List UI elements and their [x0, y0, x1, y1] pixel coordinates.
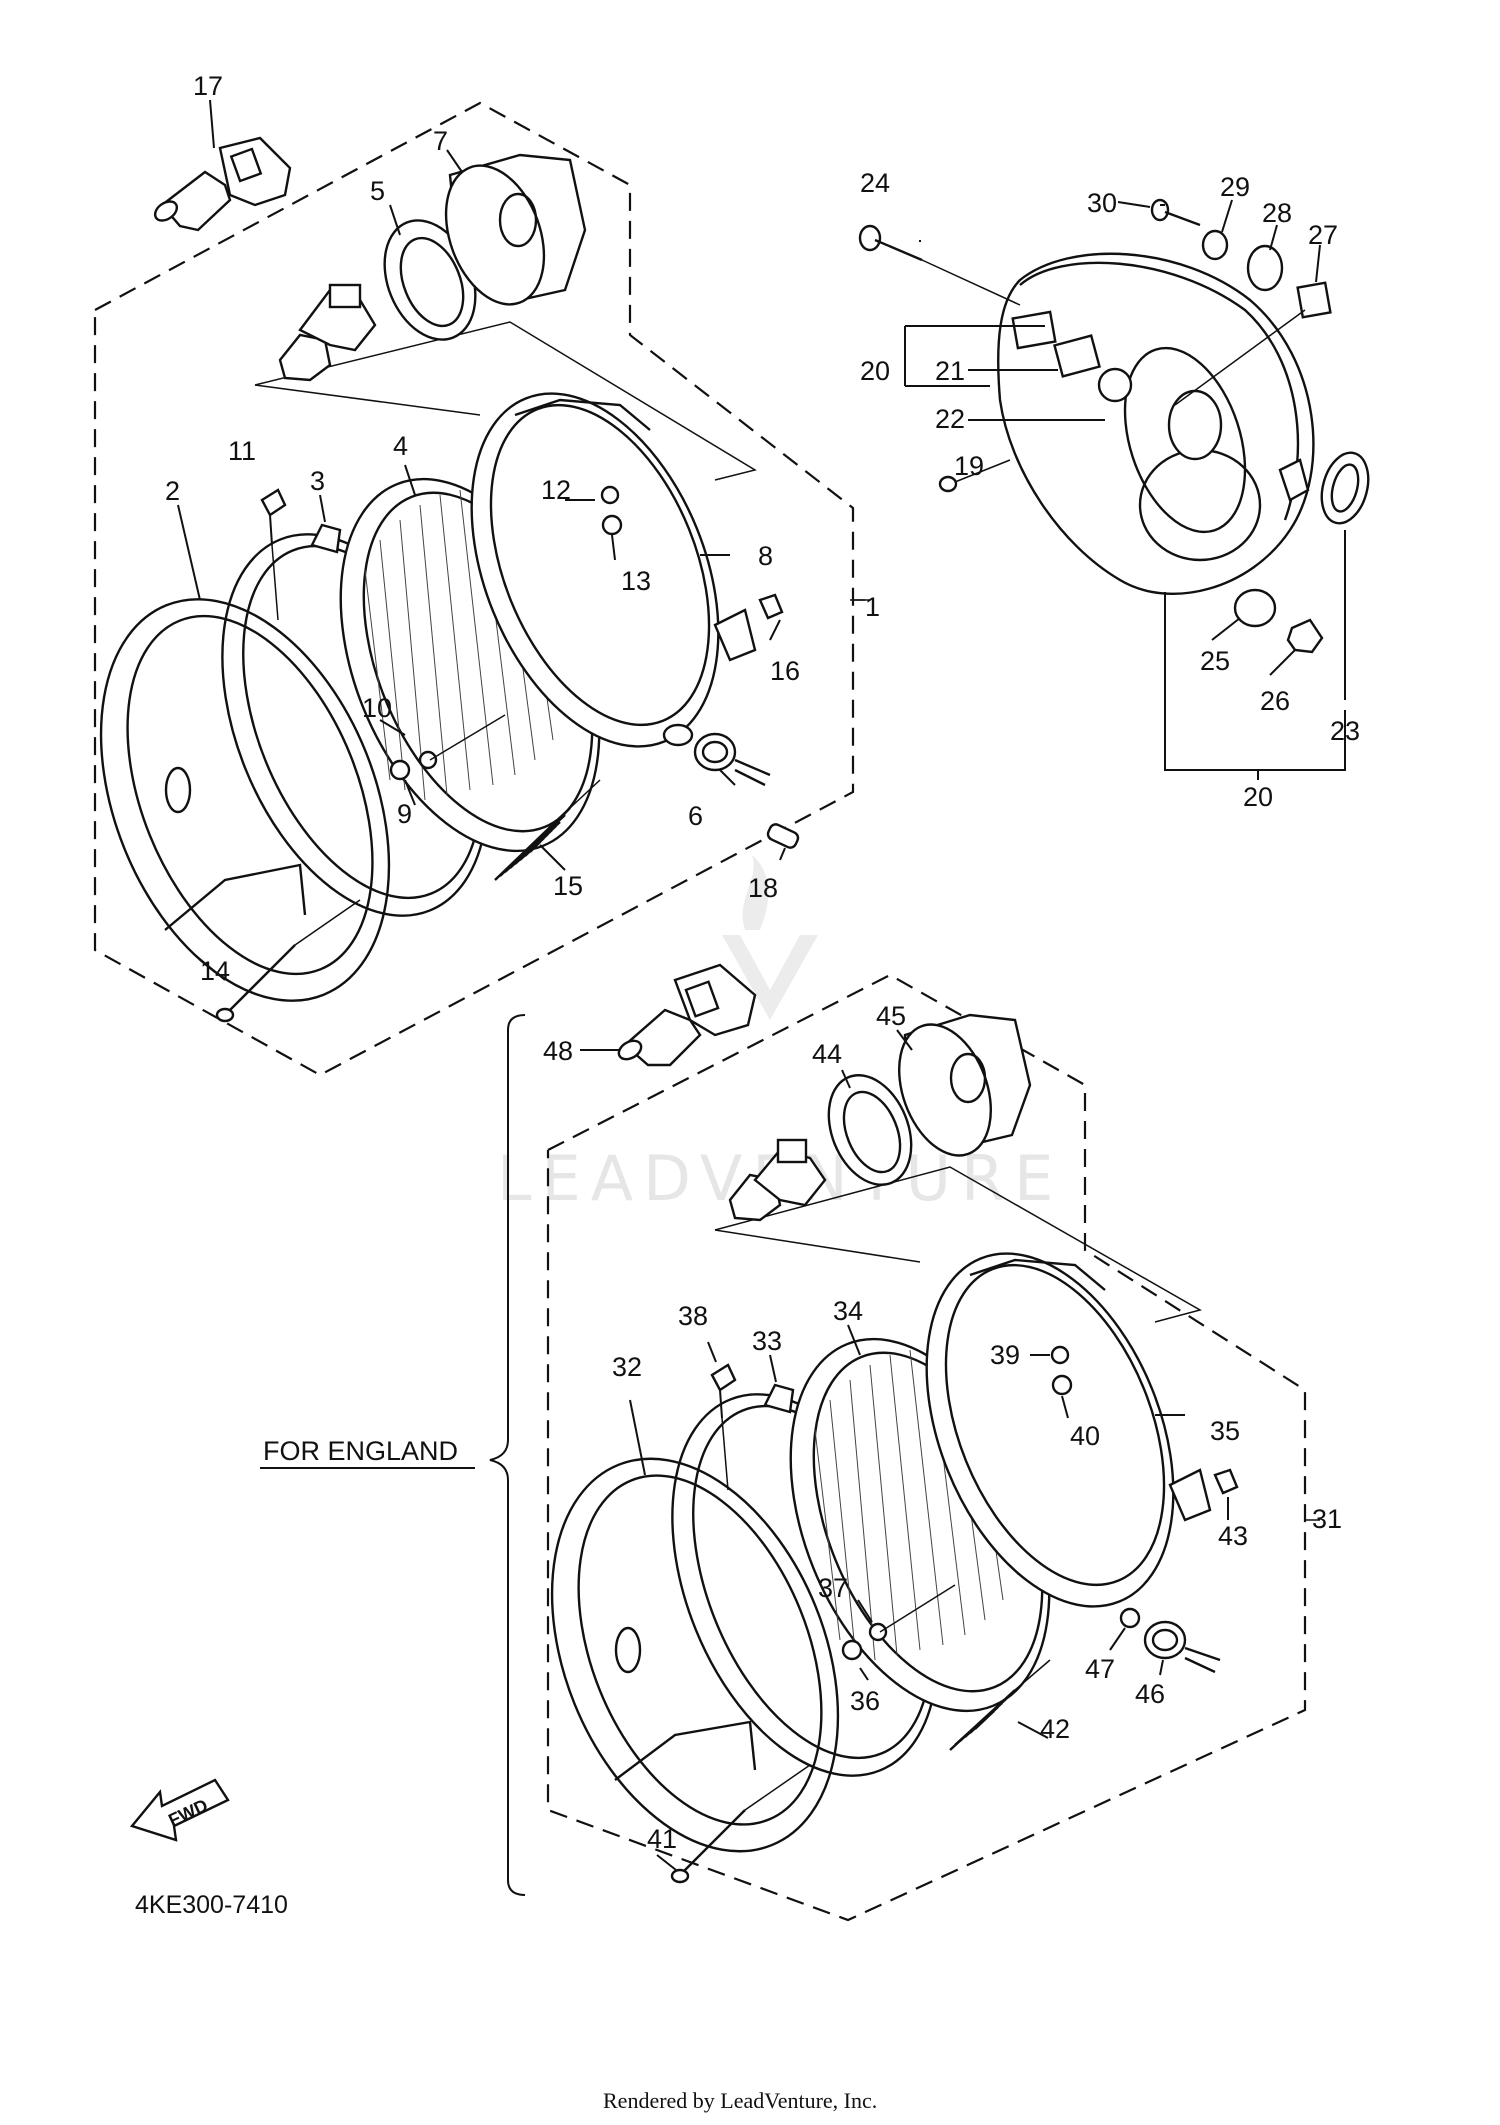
- bolt-41: [656, 1764, 811, 1884]
- svg-text:3: 3: [310, 466, 325, 496]
- svg-text:22: 22: [935, 404, 965, 434]
- for-england-label: FOR ENGLAND: [263, 1436, 458, 1466]
- svg-text:15: 15: [553, 871, 583, 901]
- headlight-housing-35: [925, 1252, 1212, 1608]
- nut-26: [1269, 618, 1324, 676]
- svg-text:33: 33: [752, 1326, 782, 1356]
- svg-text:8: 8: [758, 541, 773, 571]
- bolt-24: [858, 224, 1021, 306]
- pilot-bulb-46-47: [1109, 1607, 1221, 1676]
- bulb-socket-box: [254, 283, 757, 481]
- bulb-48: [580, 963, 757, 1067]
- svg-text:4: 4: [393, 431, 408, 461]
- svg-text:37: 37: [818, 1573, 848, 1603]
- svg-text:36: 36: [850, 1686, 880, 1716]
- svg-text:7: 7: [433, 126, 448, 156]
- headlight-shell-20: [997, 252, 1315, 595]
- damper-21-22: [1053, 334, 1133, 403]
- nut-12-13: [600, 485, 623, 536]
- england-assembly-outline: [546, 973, 1320, 1922]
- svg-text:46: 46: [1135, 1679, 1165, 1709]
- clip-43: [1213, 1468, 1239, 1520]
- svg-text:38: 38: [678, 1301, 708, 1331]
- svg-text:17: 17: [193, 71, 223, 101]
- footer-credit: Rendered by LeadVenture, Inc.: [603, 2088, 877, 2113]
- svg-text:11: 11: [228, 436, 256, 466]
- svg-text:40: 40: [1070, 1421, 1100, 1451]
- reflector-cup-45: [896, 1013, 1032, 1157]
- svg-text:20: 20: [1243, 782, 1273, 812]
- svg-text:39: 39: [990, 1340, 1020, 1370]
- svg-text:10: 10: [362, 693, 392, 723]
- diagram-code: 4KE300-7410: [135, 1891, 288, 1919]
- screw-9-10: [389, 714, 506, 781]
- fwd-arrow-icon: FWD: [129, 1778, 230, 1842]
- svg-text:28: 28: [1262, 198, 1292, 228]
- svg-text:13: 13: [621, 566, 651, 596]
- svg-text:30: 30: [1087, 188, 1117, 218]
- screw-30: [1150, 198, 1201, 227]
- screw-38: [707, 1341, 737, 1491]
- svg-text:26: 26: [1260, 686, 1290, 716]
- screw-19: [938, 459, 1011, 493]
- svg-text:21: 21: [935, 356, 965, 386]
- svg-text:42: 42: [1040, 1714, 1070, 1744]
- svg-text:29: 29: [1220, 172, 1250, 202]
- svg-text:1: 1: [865, 592, 880, 622]
- svg-text:14: 14: [200, 956, 230, 986]
- shell-brackets: [904, 201, 1346, 780]
- upper-assembly-outline: [93, 101, 870, 1077]
- england-brace: [260, 1014, 526, 1896]
- grommet-28: [1246, 224, 1284, 292]
- clip-16: [758, 593, 784, 620]
- svg-text:19: 19: [954, 451, 984, 481]
- svg-text:27: 27: [1308, 220, 1338, 250]
- svg-text:44: 44: [812, 1039, 842, 1069]
- pilot-bulb-6: [662, 723, 771, 787]
- svg-text:43: 43: [1218, 1521, 1248, 1551]
- svg-text:16: 16: [770, 656, 800, 686]
- svg-text:31: 31: [1312, 1504, 1342, 1534]
- bolt-42: [949, 1659, 1051, 1751]
- collar-29: [1201, 199, 1233, 261]
- svg-text:18: 18: [748, 873, 778, 903]
- headlight-rim-2: [99, 504, 391, 1002]
- bolt-14: [215, 899, 361, 1023]
- svg-text:41: 41: [647, 1824, 677, 1854]
- screw-36-37: [841, 1584, 956, 1681]
- fuse-18: [766, 823, 800, 849]
- headlight-housing-8: [470, 392, 757, 748]
- svg-text:12: 12: [541, 475, 571, 505]
- socket-ring-44: [827, 1069, 913, 1186]
- nut-39-40: [1030, 1345, 1073, 1419]
- upper-leaders: [194, 499, 786, 981]
- screw-11: [260, 488, 287, 621]
- clip-27: [1174, 244, 1332, 406]
- svg-text:25: 25: [1200, 646, 1230, 676]
- svg-text:35: 35: [1210, 1416, 1240, 1446]
- svg-text:24: 24: [860, 168, 890, 198]
- svg-text:23: 23: [1330, 716, 1360, 746]
- svg-text:5: 5: [370, 176, 385, 206]
- svg-text:34: 34: [833, 1296, 863, 1326]
- svg-text:47: 47: [1085, 1654, 1115, 1684]
- svg-text:48: 48: [543, 1036, 573, 1066]
- headlight-rim-32: [550, 1399, 840, 1853]
- shell-labels: 19 20 21 22 23 24 25 26 27 28 29 30 20: [860, 168, 1360, 812]
- svg-text:45: 45: [876, 1001, 906, 1031]
- svg-text:32: 32: [612, 1352, 642, 1382]
- grommet-23: [1320, 451, 1370, 700]
- svg-text:20: 20: [860, 356, 890, 386]
- england-bulb-box: [714, 1138, 1202, 1323]
- upper-assembly-labels: 17 7 5 11 3 4 2 12 13 8 1 16 10 9 6 15 1…: [165, 71, 880, 986]
- reflector-cup-7: [444, 149, 587, 306]
- washer-25: [1211, 588, 1277, 641]
- bulb-17: [153, 99, 292, 232]
- svg-text:6: 6: [688, 801, 703, 831]
- svg-text:9: 9: [397, 799, 412, 829]
- svg-text:2: 2: [165, 476, 180, 506]
- spring-15: [494, 779, 601, 881]
- england-labels: 31 32 33 34 35 36 37 38 39 40 41 42 43 4…: [543, 1001, 1342, 1854]
